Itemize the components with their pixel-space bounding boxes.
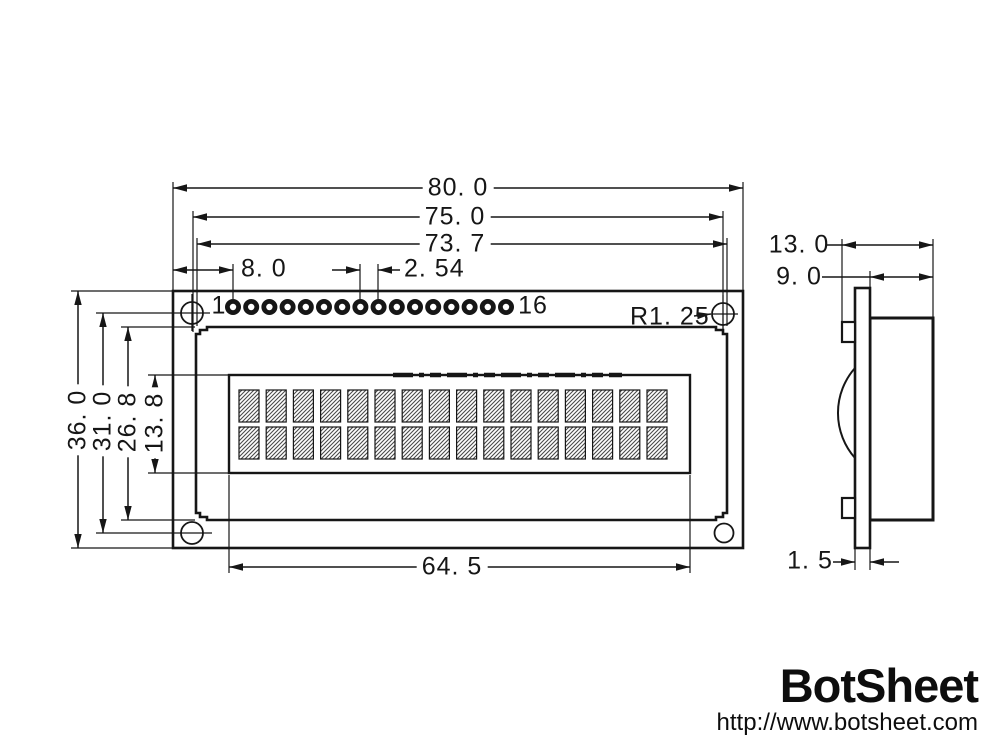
dim-pcb-width-label: 80. 0 xyxy=(422,175,494,201)
char-cell xyxy=(238,426,260,460)
pin-hole-center xyxy=(502,303,510,311)
pin-hole-center xyxy=(466,303,473,311)
char-cell xyxy=(564,426,587,460)
char-cell xyxy=(401,389,423,423)
pcb-outline xyxy=(171,289,745,550)
pin-hole-center xyxy=(357,303,364,311)
pin-hole-center xyxy=(484,303,491,311)
char-cell xyxy=(510,426,532,460)
pin-hole-center xyxy=(339,303,346,311)
char-cell xyxy=(537,389,559,423)
pin-hole-center xyxy=(284,303,291,311)
char-cell xyxy=(292,426,314,460)
char-cell xyxy=(456,389,478,423)
char-cell xyxy=(564,389,587,423)
char-cell xyxy=(428,426,450,460)
char-cell xyxy=(483,389,505,423)
char-cell xyxy=(265,426,287,460)
char-cell xyxy=(619,389,641,423)
side-view xyxy=(822,239,935,570)
char-cell xyxy=(510,389,532,423)
pin-1-label: 1 xyxy=(211,291,227,320)
front-view xyxy=(71,182,745,573)
character-grid xyxy=(238,389,668,460)
pin-hole-center xyxy=(430,303,437,311)
dim-pin-pitch-label: 2. 54 xyxy=(404,254,465,283)
pin-row xyxy=(225,299,514,315)
pin-hole-center xyxy=(411,303,419,311)
dim-total-depth-label: 13. 0 xyxy=(768,230,830,259)
mounting-hole-bottom-right xyxy=(713,522,735,544)
char-cell xyxy=(483,426,505,460)
char-cell xyxy=(374,426,396,460)
pin-hole-center xyxy=(393,303,400,311)
top-tab-profile xyxy=(840,320,857,344)
dim-bezel-width-label: 73. 7 xyxy=(419,231,491,257)
char-cell xyxy=(401,426,423,460)
dim-pcb-height-label: 36. 0 xyxy=(64,384,92,456)
dim-module-depth-label: 9. 0 xyxy=(776,262,822,291)
pin-hole-center xyxy=(266,303,273,311)
pin-hole-center xyxy=(375,303,382,311)
char-cell xyxy=(591,426,614,460)
epoxy-blob-arc xyxy=(837,367,856,459)
char-cell xyxy=(265,389,287,423)
mounting-hole-top-right xyxy=(711,295,738,332)
char-cell xyxy=(646,389,668,423)
dim-hole-radius-label: R1. 25 xyxy=(630,302,710,331)
side-dimension-lines xyxy=(822,239,934,570)
char-cell xyxy=(456,426,478,460)
char-cell xyxy=(591,389,614,423)
module-body-profile xyxy=(868,316,935,522)
dim-pin1-offset-label: 8. 0 xyxy=(241,254,287,283)
char-cell xyxy=(374,389,396,423)
char-cell xyxy=(347,389,369,423)
char-cell xyxy=(238,389,260,423)
bottom-tab-profile xyxy=(840,496,857,520)
dim-hole-spacing-v-label: 31. 0 xyxy=(89,385,117,457)
brand-name: BotSheet xyxy=(779,659,979,712)
dim-bezel-height-label: 26. 8 xyxy=(114,386,142,458)
pcb-profile xyxy=(853,286,872,550)
dim-glass-height-label: 13. 8 xyxy=(141,387,169,459)
pin-hole-center xyxy=(302,303,309,311)
pin-16-label: 16 xyxy=(518,291,548,320)
dim-hole-spacing-h-label: 75. 0 xyxy=(419,204,491,230)
pin-hole-center xyxy=(448,303,455,311)
brand-block: BotSheet http://www.botsheet.com xyxy=(716,659,979,736)
char-cell xyxy=(320,426,342,460)
dim-glass-width-label: 64. 5 xyxy=(416,554,488,580)
brand-url: http://www.botsheet.com xyxy=(716,709,978,736)
char-cell xyxy=(537,426,559,460)
char-cell xyxy=(646,426,668,460)
pin-hole-center xyxy=(229,303,237,311)
char-cell xyxy=(428,389,450,423)
char-cell xyxy=(347,426,369,460)
pin-hole-center xyxy=(320,303,328,311)
char-cell xyxy=(292,389,314,423)
dim-pcb-thickness-label: 1. 5 xyxy=(787,546,833,575)
pin-hole-center xyxy=(248,303,255,311)
char-cell xyxy=(320,389,342,423)
char-cell xyxy=(619,426,641,460)
